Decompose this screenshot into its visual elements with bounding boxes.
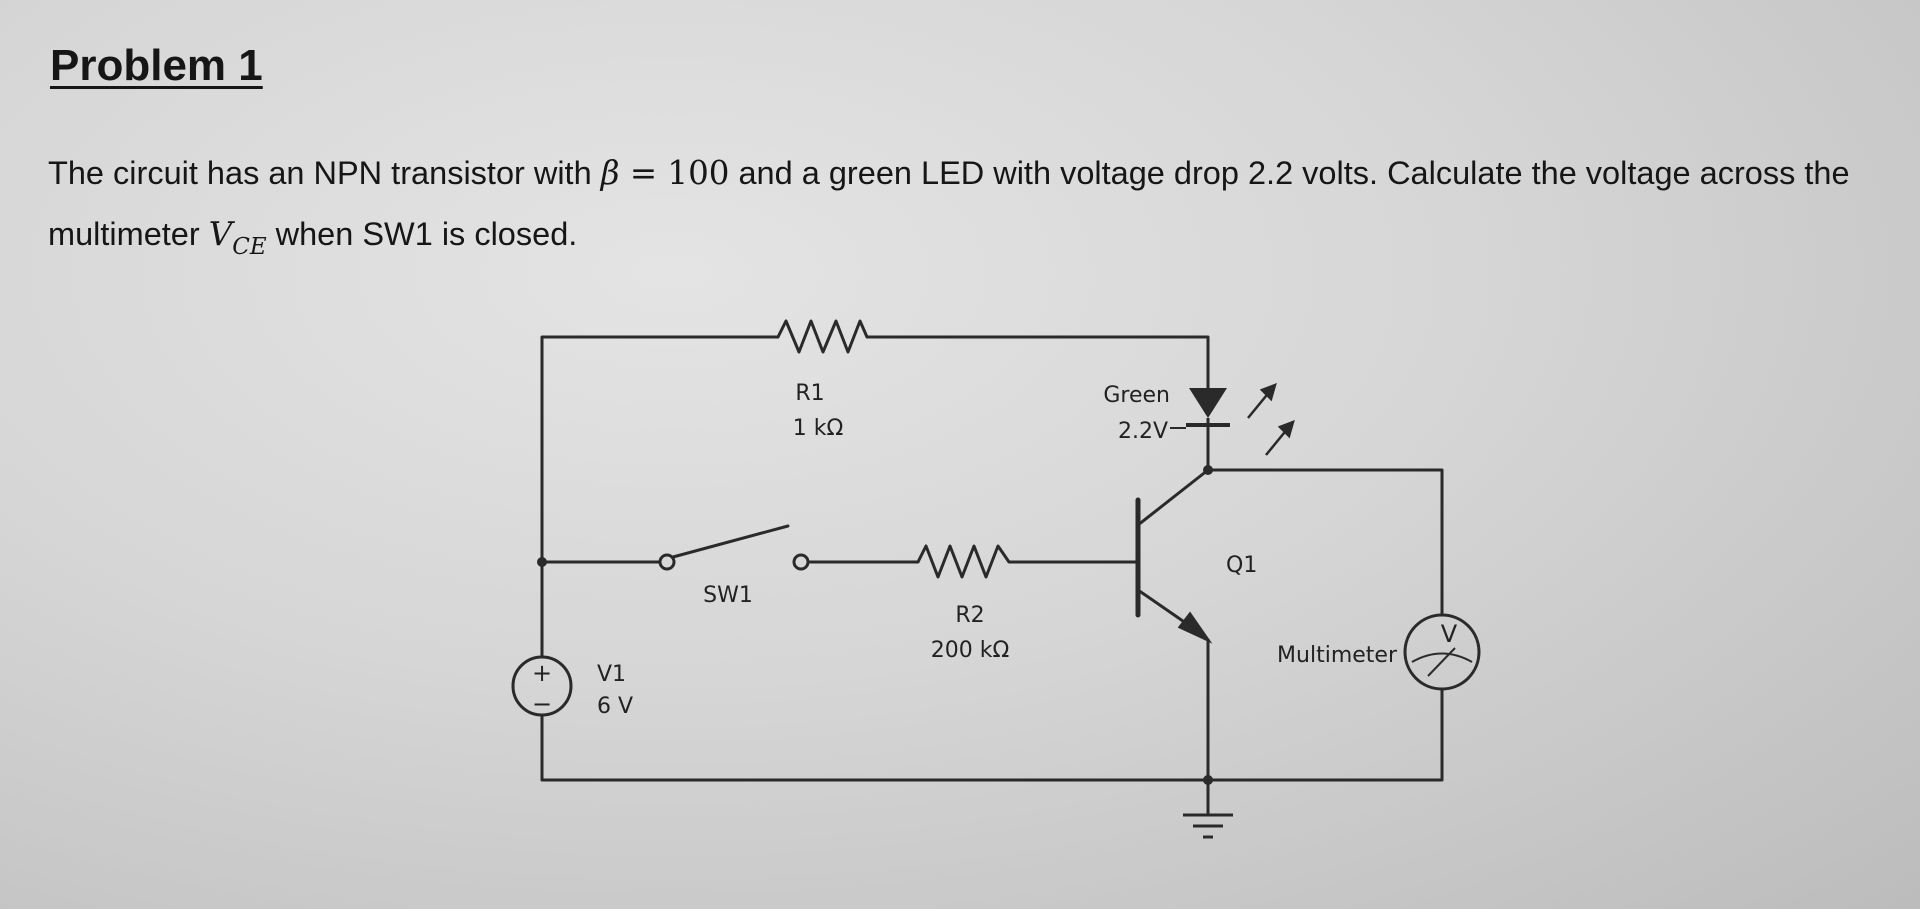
v1-plus-sign: + xyxy=(532,659,552,687)
problem-statement: The circuit has an NPN transistor with β… xyxy=(48,143,1888,278)
q1-label: Q1 xyxy=(1226,553,1257,578)
led-voltage-label: 2.2V xyxy=(1118,419,1168,444)
r2-value-label: 200 kΩ xyxy=(931,638,1010,663)
sw1-label: SW1 xyxy=(703,583,753,608)
r1-name-label: R1 xyxy=(795,381,824,406)
beta-symbol: β xyxy=(600,154,620,192)
circuit-wires xyxy=(540,335,1444,817)
problem-text-part-3: when SW1 is closed. xyxy=(266,216,578,252)
v1-value-label: 6 V xyxy=(597,694,633,719)
light-emission-arrows-icon xyxy=(1247,382,1295,456)
sw1-switch xyxy=(658,524,810,571)
multimeter-symbol: V xyxy=(1441,620,1458,648)
v1-minus-sign: − xyxy=(532,690,552,718)
v1-name-label: V1 xyxy=(597,662,626,687)
problem-text-part-1: The circuit has an NPN transistor with xyxy=(48,155,601,191)
junction-dots xyxy=(537,465,1213,785)
problem-text-part-2: and a green LED with voltage drop 2.2 vo… xyxy=(48,155,1850,252)
r1-value-label: 1 kΩ xyxy=(793,416,844,441)
beta-value: 100 xyxy=(667,154,730,192)
vce-subscript: CE xyxy=(232,234,267,260)
ground-icon xyxy=(1183,813,1233,839)
multimeter-label: Multimeter xyxy=(1277,643,1398,668)
led-color-label: Green xyxy=(1103,383,1170,408)
q1-npn-transistor xyxy=(1135,497,1213,644)
vce-symbol: V xyxy=(208,215,233,253)
v1-voltage-source xyxy=(511,655,573,717)
r2-resistor xyxy=(916,544,1011,579)
problem-title: Problem 1 xyxy=(50,41,263,90)
equals-sign: = xyxy=(619,154,668,192)
green-led xyxy=(1170,388,1230,437)
multimeter xyxy=(1403,613,1481,691)
r2-name-label: R2 xyxy=(955,603,984,628)
r1-resistor xyxy=(776,319,869,354)
